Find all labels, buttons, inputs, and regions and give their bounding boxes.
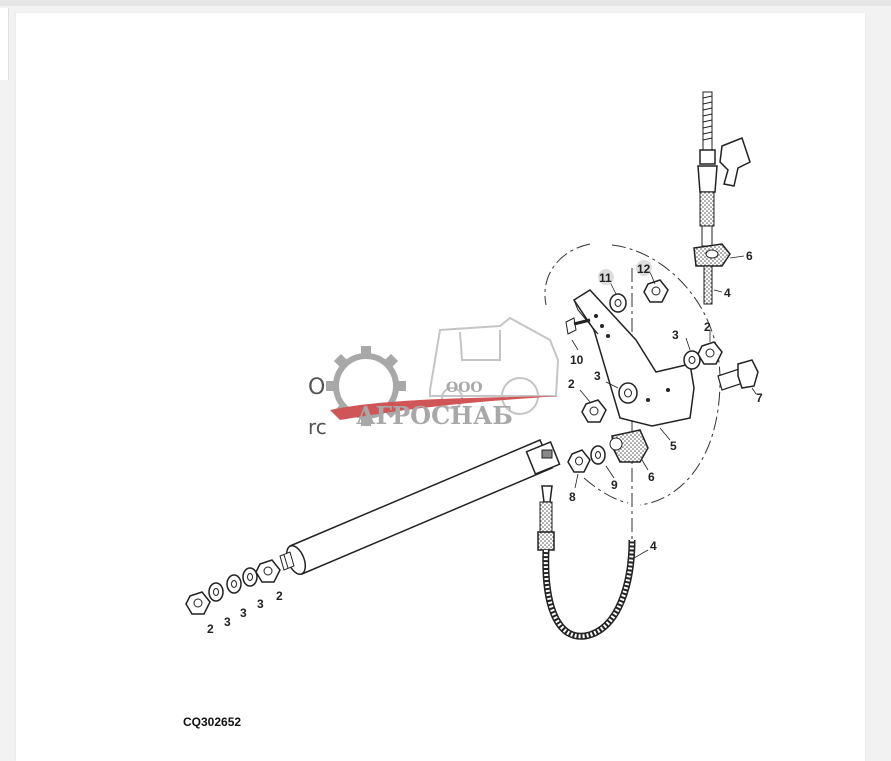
nut-12 xyxy=(643,279,669,303)
callout-9: 9 xyxy=(611,478,618,492)
callout-7: 7 xyxy=(756,391,763,405)
callout-6-lower: 6 xyxy=(648,470,655,484)
figure-code: CQ302652 xyxy=(183,715,242,729)
left-tab xyxy=(0,8,9,80)
callout-12: 12 xyxy=(637,262,651,276)
callout-4-top: 4 xyxy=(724,286,731,300)
callout-2-left-b: 2 xyxy=(276,589,283,603)
nut-8 xyxy=(567,449,591,473)
callout-3-left-c: 3 xyxy=(257,597,264,611)
callout-2-left-a: 2 xyxy=(207,622,214,636)
callout-3-right: 3 xyxy=(672,328,679,342)
control-shaft xyxy=(279,439,561,575)
retaining-clip xyxy=(719,137,751,187)
watermark-brand: АГРОСНАБ xyxy=(356,401,513,430)
bolt-7 xyxy=(717,359,759,391)
watermark-ooo: ООО xyxy=(446,380,483,396)
top-strip xyxy=(0,0,891,6)
callout-10: 10 xyxy=(570,353,584,367)
callout-8: 8 xyxy=(569,490,576,504)
stray-text-2: rc xyxy=(308,415,327,439)
callout-11: 11 xyxy=(599,271,612,285)
callout-2-right: 2 xyxy=(704,320,711,334)
callout-2-center: 2 xyxy=(568,377,575,391)
swoosh xyxy=(330,396,560,420)
cable-top xyxy=(703,265,713,305)
nut-2-center xyxy=(581,399,607,423)
cable-clamp-lower xyxy=(609,429,649,463)
leader-lines xyxy=(571,255,757,559)
cable-lower xyxy=(537,485,636,640)
callout-6-top: 6 xyxy=(746,249,753,263)
callout-4-lower: 4 xyxy=(650,539,657,553)
callout-3-left-a: 3 xyxy=(224,615,231,629)
bolt-10 xyxy=(565,317,591,335)
watermark-logo: ООО АГРОСНАБ xyxy=(326,316,560,430)
callout-5: 5 xyxy=(670,439,677,453)
cable-clamp-top xyxy=(693,243,731,267)
hardware-stack-left xyxy=(185,559,281,615)
stray-text-1: О xyxy=(308,375,325,400)
callout-3-left-b: 3 xyxy=(240,606,247,620)
top-cable-end xyxy=(697,91,718,247)
mounting-bracket xyxy=(572,289,695,427)
callouts: 12 11 6 4 10 3 2 7 2 3 5 6 9 8 4 2 3 3 3… xyxy=(207,249,763,636)
callout-bg-12 xyxy=(636,260,652,276)
callout-3-center: 3 xyxy=(594,369,601,383)
callout-bg-11 xyxy=(598,269,614,285)
nut-2-right xyxy=(697,341,723,365)
harvester-icon xyxy=(429,316,560,415)
